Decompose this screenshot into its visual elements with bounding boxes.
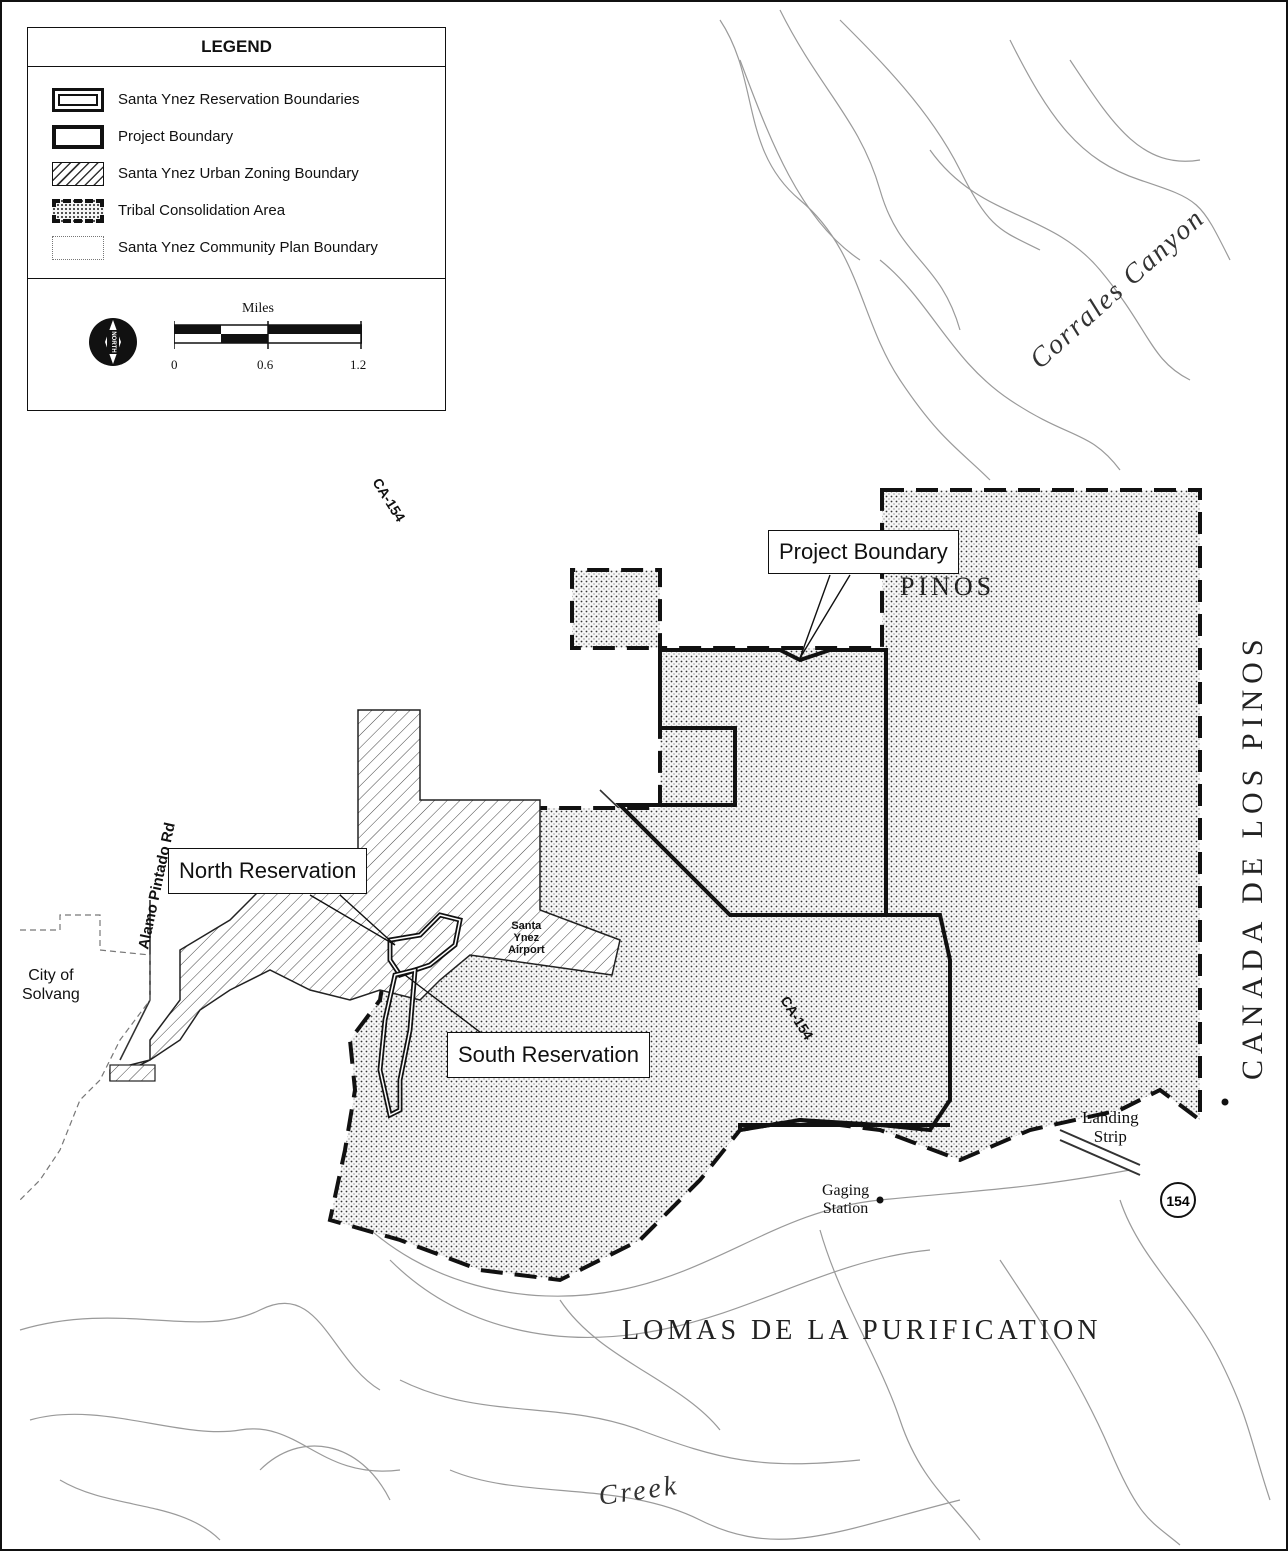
place-label-line: Solvang xyxy=(22,986,80,1003)
place-label-gaging-station: Gaging Station xyxy=(822,1182,869,1218)
legend-panel: LEGEND Santa Ynez Reservation Boundaries… xyxy=(27,27,446,411)
scale-area: NORTH Miles 0 0.6 1.2 xyxy=(28,279,445,411)
dotted-swatch-icon xyxy=(52,235,104,260)
gaging-station-marker xyxy=(876,1196,884,1204)
reservation-boundaries xyxy=(377,912,463,1119)
legend-label: Santa Ynez Community Plan Boundary xyxy=(118,239,378,256)
place-label-line: Landing xyxy=(1082,1108,1139,1127)
solvang-boundary xyxy=(19,914,151,1201)
scale-tick: 0 xyxy=(171,357,178,372)
place-label-line: Santa xyxy=(511,920,542,932)
legend-item-reservation: Santa Ynez Reservation Boundaries xyxy=(52,81,445,118)
legend-item-community-plan: Santa Ynez Community Plan Boundary xyxy=(52,229,445,266)
callout-project-boundary: Project Boundary xyxy=(768,530,959,574)
legend-item-project: Project Boundary xyxy=(52,118,445,155)
scale-bar xyxy=(174,321,362,349)
urban-zoning-area xyxy=(109,709,621,1082)
stipple-swatch-icon xyxy=(52,198,104,223)
project-swatch-icon xyxy=(52,124,104,149)
place-label-lomas: LOMAS DE LA PURIFICATION xyxy=(622,1315,1102,1346)
legend-label: Project Boundary xyxy=(118,128,234,145)
legend-title: LEGEND xyxy=(28,28,445,67)
legend-label: Tribal Consolidation Area xyxy=(118,202,286,219)
place-label-airport: Santa Ynez Airport xyxy=(508,920,545,956)
place-label-solvang: City of Solvang xyxy=(22,966,80,1004)
hwy-154-shield-label: 154 xyxy=(1166,1193,1190,1209)
urban-zoning-small xyxy=(109,1064,156,1082)
place-label-pinos: PINOS xyxy=(900,572,996,601)
place-label-line: Airport xyxy=(508,944,545,956)
gaging-station-marker xyxy=(1221,1098,1229,1106)
place-label-line: Ynez xyxy=(513,932,540,944)
callout-north-reservation: North Reservation xyxy=(168,848,368,894)
place-label-landing-strip: Landing Strip xyxy=(1082,1108,1139,1146)
scale-title: Miles xyxy=(242,301,274,316)
place-label-canada-de-los-pinos: CANADA DE LOS PINOS xyxy=(1236,633,1269,1080)
scale-tick: 0.6 xyxy=(257,357,274,372)
north-label: NORTH xyxy=(110,331,116,352)
place-label-line: Strip xyxy=(1093,1127,1127,1146)
landing-strip xyxy=(1059,1129,1141,1176)
legend-label: Santa Ynez Reservation Boundaries xyxy=(118,91,360,108)
project-boundary xyxy=(615,648,952,1133)
place-label-line: Station xyxy=(822,1200,869,1217)
scale-tick: 1.2 xyxy=(350,357,367,372)
reservation-swatch-icon xyxy=(52,87,104,112)
hwy-154-shield-icon: 154 xyxy=(1160,1182,1196,1218)
callout-south-reservation: South Reservation xyxy=(447,1032,650,1078)
legend-label: Santa Ynez Urban Zoning Boundary xyxy=(118,165,359,182)
place-label-line: Gaging xyxy=(822,1182,870,1199)
north-arrow-icon: NORTH xyxy=(89,318,137,366)
place-label-line: City of xyxy=(28,967,74,984)
legend-items: Santa Ynez Reservation Boundaries Projec… xyxy=(28,67,445,279)
tribal-consolidation-area xyxy=(327,488,1202,1283)
legend-item-urban-zoning: Santa Ynez Urban Zoning Boundary xyxy=(52,155,445,192)
hatch-swatch-icon xyxy=(52,161,104,186)
legend-item-tribal: Tribal Consolidation Area xyxy=(52,192,445,229)
